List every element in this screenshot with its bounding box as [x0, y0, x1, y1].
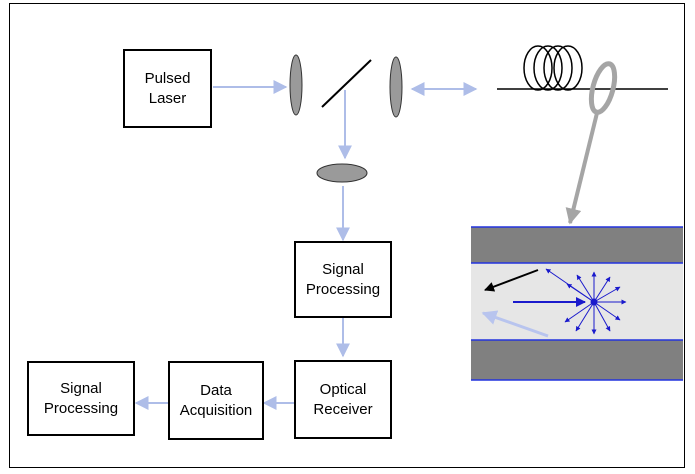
focusing-lens-1 [289, 54, 303, 116]
optical-receiver-box: Optical Receiver [294, 360, 392, 439]
collecting-lens [316, 163, 368, 183]
data-acquisition-box: Data Acquisition [168, 361, 264, 440]
signal-processing-box-top: Signal Processing [294, 241, 392, 318]
magnifier-loop [588, 61, 618, 115]
figure-frame [9, 3, 685, 468]
focusing-lens-2 [389, 56, 403, 118]
fiber-cross-section [471, 226, 683, 381]
beam-splitter [321, 59, 372, 108]
signal-processing-box-left: Signal Processing [27, 361, 135, 436]
magnifier-handle [565, 112, 599, 225]
backscatter-arrow [484, 269, 539, 292]
reflected-arrow [481, 310, 549, 338]
scattering-rays [545, 268, 627, 335]
scattering-point [590, 298, 598, 306]
pulsed-laser-box: Pulsed Laser [123, 49, 212, 128]
fiber-coil [497, 45, 668, 91]
